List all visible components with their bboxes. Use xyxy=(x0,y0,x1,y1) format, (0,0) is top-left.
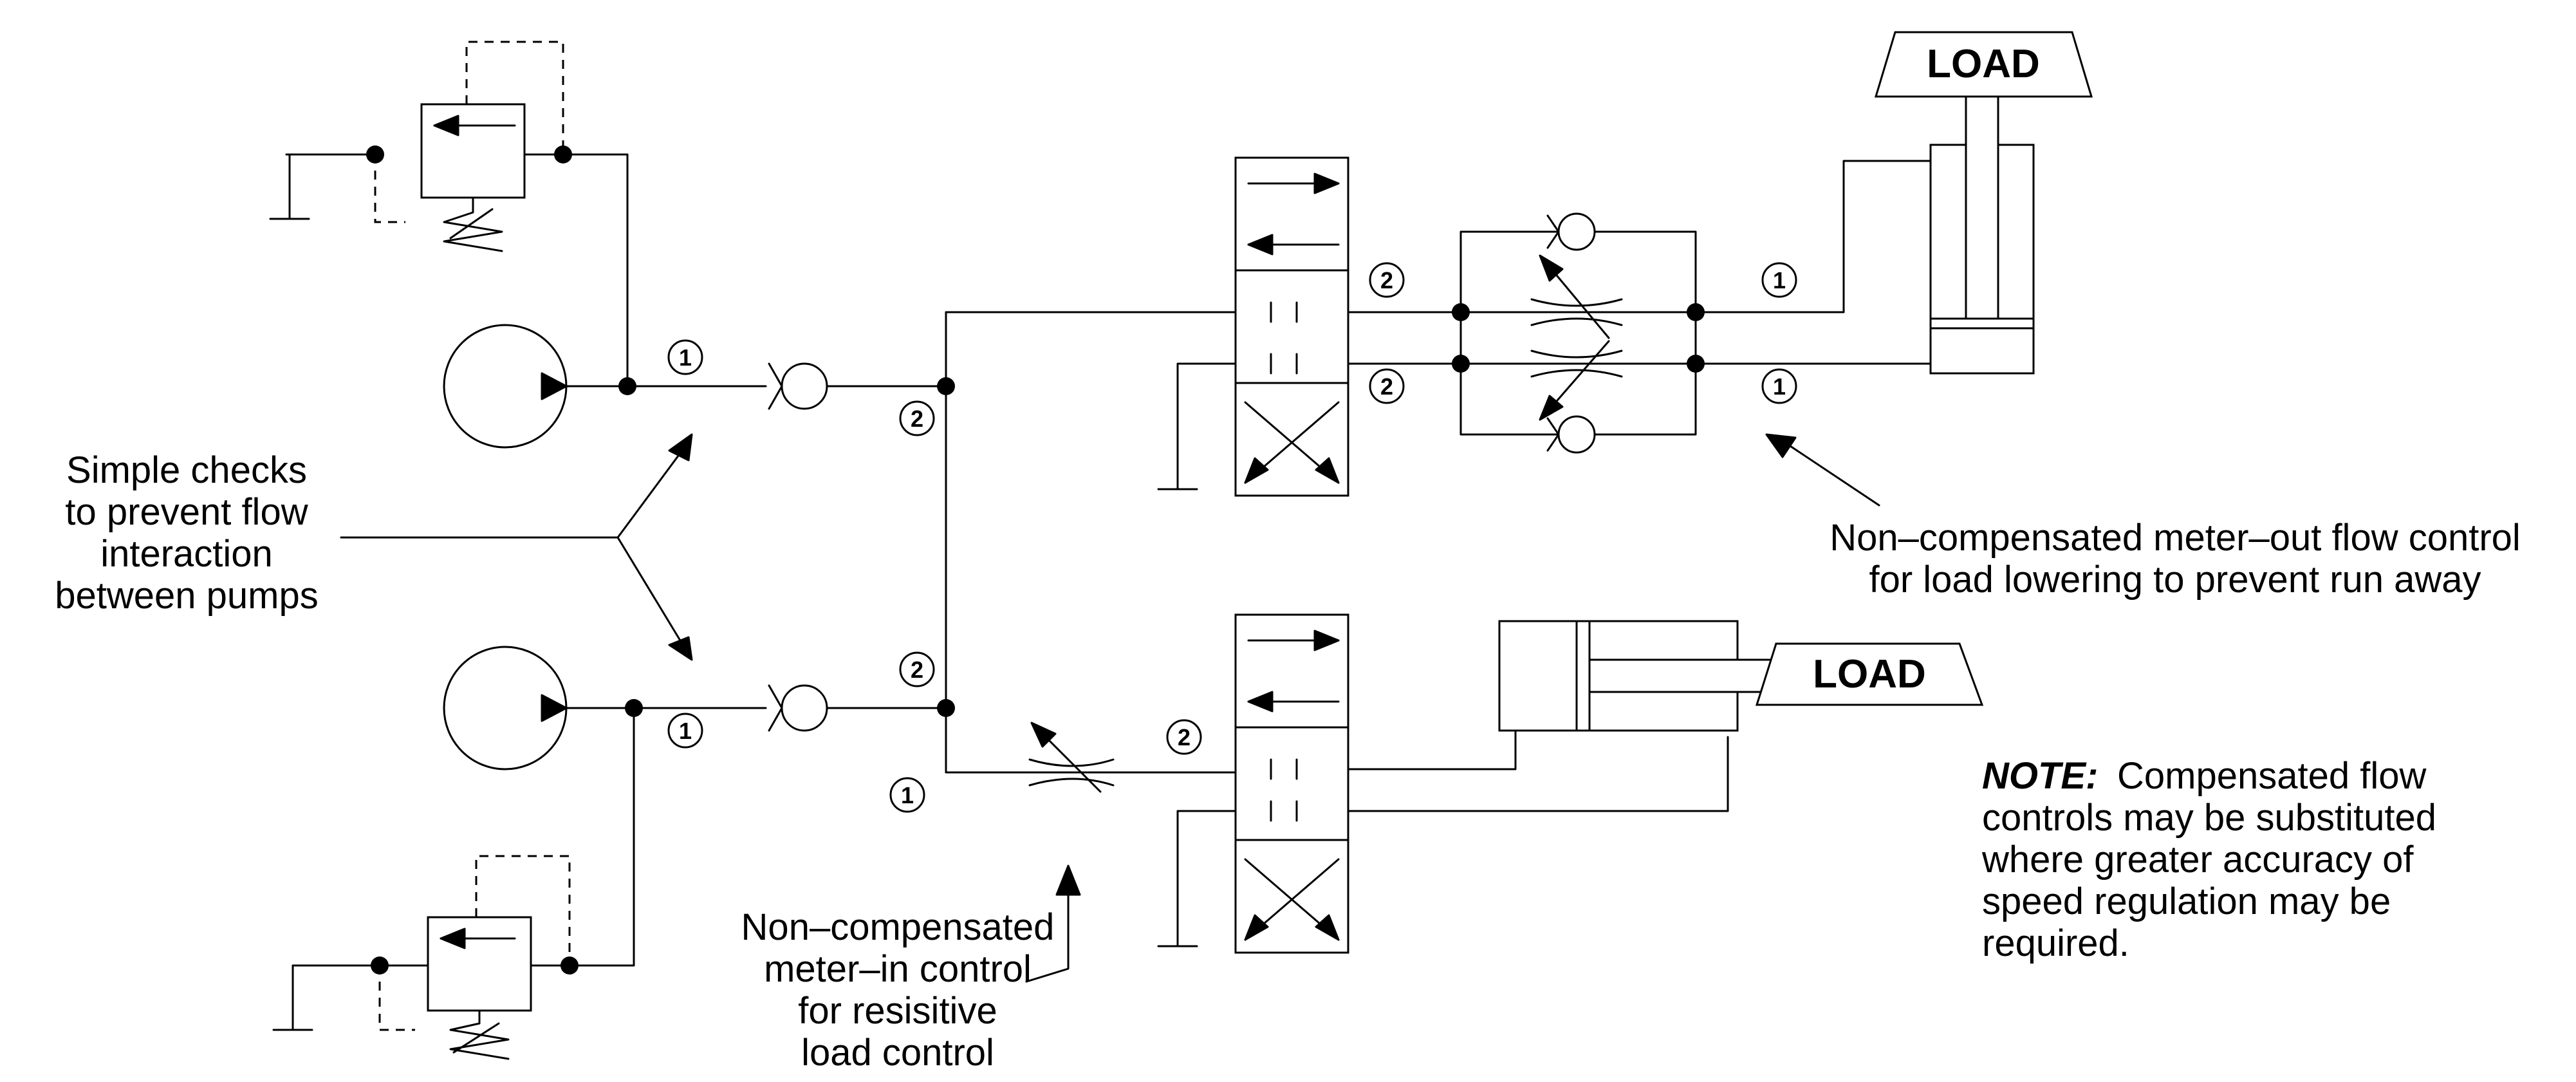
top-pump xyxy=(443,324,767,449)
checks-label-line-2: to prevent flow xyxy=(65,491,308,533)
svg-text:2: 2 xyxy=(1380,373,1393,400)
note-heading: NOTE: xyxy=(1982,755,2098,797)
svg-text:1: 1 xyxy=(1773,267,1786,294)
bottom-relief-valve xyxy=(272,707,635,1060)
meter-out-callout-arrow xyxy=(1765,433,1880,507)
bottom-cylinder: LOAD xyxy=(1498,620,1984,732)
bottom-pump xyxy=(443,646,767,770)
port-markers: 1 2 2 1 1 2 2 2 1 1 xyxy=(667,262,1797,813)
svg-text:1: 1 xyxy=(1773,373,1786,400)
svg-text:1: 1 xyxy=(901,782,914,808)
port-marker-1: 1 xyxy=(667,713,703,749)
meter-in-label-line-2: meter–in control xyxy=(764,948,1032,990)
svg-text:2: 2 xyxy=(911,657,923,683)
note-line-2: controls may be substituted xyxy=(1982,797,2436,839)
top-relief-valve xyxy=(269,41,629,387)
note-line-3: where greater accuracy of xyxy=(1981,839,2414,881)
port-marker-2: 2 xyxy=(1369,368,1405,404)
port-marker-1: 1 xyxy=(1761,368,1797,404)
checks-label-line-1: Simple checks xyxy=(66,449,307,491)
port-marker-1: 1 xyxy=(889,777,925,813)
top-directional-valve xyxy=(1157,156,1462,497)
meter-out-label-line-1: Non–compensated meter–out flow control xyxy=(1830,517,2521,559)
svg-text:2: 2 xyxy=(1178,724,1191,751)
note-line-1: Compensated flow xyxy=(2117,755,2427,797)
load-top-label: LOAD xyxy=(1927,42,2040,86)
meter-out-label-line-2: for load lowering to prevent run away xyxy=(1869,559,2481,601)
checks-label-line-4: between pumps xyxy=(55,575,318,617)
checks-label: Simple checks to prevent flow interactio… xyxy=(55,449,318,617)
svg-text:1: 1 xyxy=(679,718,692,744)
svg-text:2: 2 xyxy=(911,406,923,432)
svg-text:2: 2 xyxy=(1380,267,1393,294)
note-line-4: speed regulation may be xyxy=(1982,881,2391,922)
load-bottom-label: LOAD xyxy=(1813,652,1926,696)
port-marker-2: 2 xyxy=(1369,262,1405,298)
meter-in-flow-control xyxy=(1028,722,1246,793)
note-line-5: required. xyxy=(1982,922,2129,964)
port-marker-2: 2 xyxy=(899,400,935,436)
port-marker-1: 1 xyxy=(1761,262,1797,298)
check-callout-arrows xyxy=(340,433,693,661)
bottom-directional-valve xyxy=(1157,613,1729,954)
port-marker-2: 2 xyxy=(899,651,935,687)
meter-out-label: Non–compensated meter–out flow control f… xyxy=(1830,517,2521,601)
note-block: NOTE: Compensated flow controls may be s… xyxy=(1981,755,2436,964)
top-cylinder: LOAD xyxy=(1874,31,2093,375)
top-check-valve xyxy=(768,362,947,410)
checks-label-line-3: interaction xyxy=(100,533,273,575)
meter-in-label: Non–compensated meter–in control for res… xyxy=(741,906,1055,1074)
meter-out-flow-control xyxy=(1452,160,1932,454)
pressure-manifold xyxy=(937,311,1246,774)
svg-text:1: 1 xyxy=(679,344,692,371)
port-marker-2: 2 xyxy=(1166,719,1202,755)
bottom-check-valve xyxy=(768,684,947,732)
meter-in-label-line-4: load control xyxy=(801,1032,994,1074)
meter-in-callout-arrow xyxy=(1025,864,1081,983)
port-marker-1: 1 xyxy=(667,339,703,375)
meter-in-label-line-3: for resisitive xyxy=(798,990,997,1032)
meter-in-label-line-1: Non–compensated xyxy=(741,906,1055,948)
